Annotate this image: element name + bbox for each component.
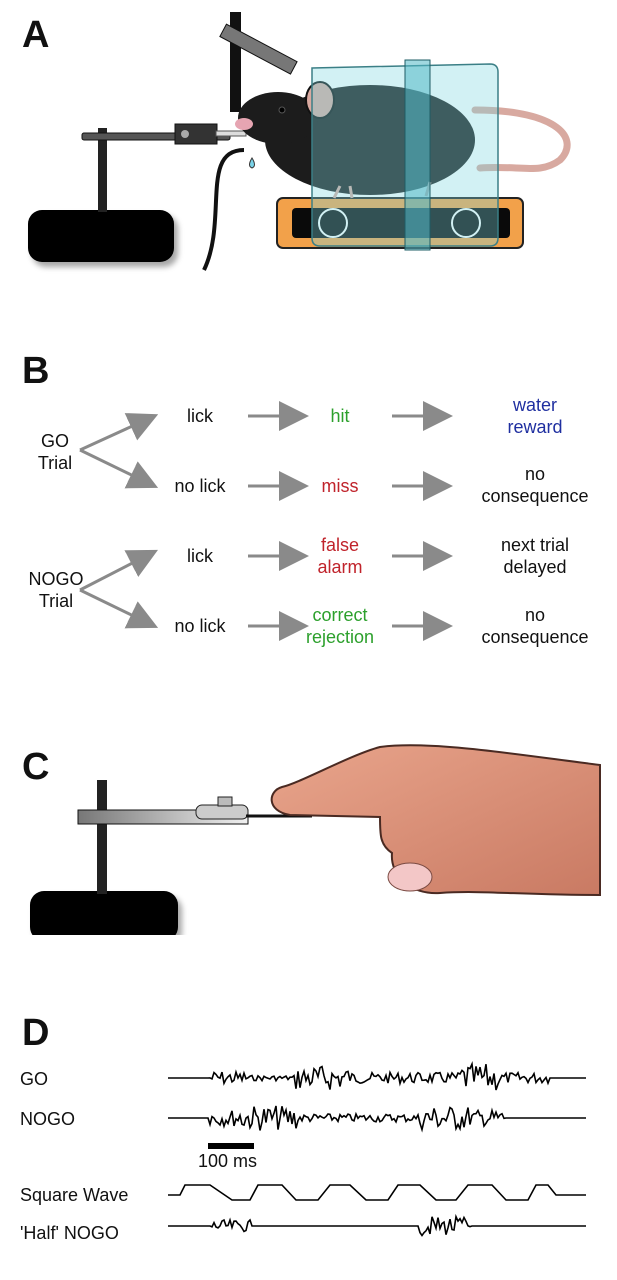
water-drop xyxy=(249,157,255,169)
nogo-branch-down-arrow xyxy=(79,588,159,629)
scale-bar-label: 100 ms xyxy=(198,1151,258,1171)
row1-action: lick xyxy=(187,406,213,426)
row2-consequence: no consequence xyxy=(481,464,589,506)
mouse-eye xyxy=(278,106,286,114)
mouse-ear xyxy=(305,81,335,119)
hand xyxy=(270,744,601,897)
mouse-setup-illustration xyxy=(28,12,571,271)
panel-label-b: B xyxy=(22,350,50,392)
stand-pole xyxy=(98,128,107,212)
trace-label-half-nogo: 'Half' NOGO xyxy=(20,1223,119,1243)
mouse-nose xyxy=(235,118,253,130)
go-branch-up-arrow xyxy=(79,413,159,452)
flow-arrows xyxy=(79,401,453,641)
lick-spout xyxy=(215,130,247,137)
row3-outcome: false alarm xyxy=(317,535,363,577)
go-trace xyxy=(168,1060,586,1091)
row4-consequence: no consequence xyxy=(481,605,589,647)
panel-label-a: A xyxy=(22,14,50,56)
trace-label-nogo: NOGO xyxy=(20,1109,76,1129)
nogo-trace xyxy=(168,1105,586,1133)
finger-sensor-illustration xyxy=(30,744,601,935)
stand-base xyxy=(28,210,174,262)
nogo-trial-label: NOGO Trial xyxy=(28,569,84,611)
scale-bar xyxy=(208,1143,254,1149)
mouse-tail xyxy=(471,106,571,172)
half-nogo-trace xyxy=(168,1213,586,1237)
go-branch-down-arrow xyxy=(79,448,159,489)
square-wave-trace xyxy=(168,1184,586,1201)
trace-label-square-wave: Square Wave xyxy=(20,1185,129,1205)
row2-action: no lick xyxy=(174,476,226,496)
stand-pole xyxy=(97,780,107,894)
headfix-post xyxy=(230,12,241,112)
stand-base xyxy=(30,891,178,935)
row4-action: no lick xyxy=(174,616,226,636)
go-trial-label: GO Trial xyxy=(37,431,73,473)
trace-label-go: GO xyxy=(20,1069,49,1089)
panel-label-d: D xyxy=(22,1012,50,1054)
row3-action: lick xyxy=(187,546,213,566)
sensor-cable xyxy=(202,148,245,271)
row2-outcome: miss xyxy=(321,476,359,496)
fingernail xyxy=(387,862,433,892)
row3-consequence: next trial delayed xyxy=(500,535,570,577)
row1-consequence: water reward xyxy=(507,395,563,437)
nogo-branch-up-arrow xyxy=(79,549,159,592)
row1-outcome: hit xyxy=(330,406,350,426)
row4-outcome: correct rejection xyxy=(305,605,375,647)
stimulus-traces xyxy=(168,1060,586,1237)
panel-label-c: C xyxy=(22,746,50,788)
